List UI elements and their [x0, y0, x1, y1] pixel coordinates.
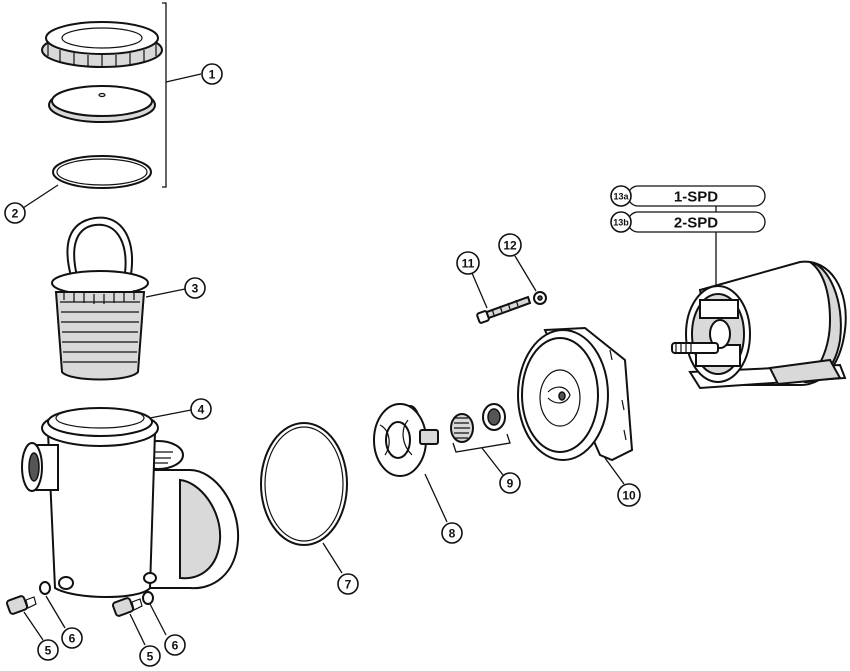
leader-10 [604, 457, 625, 485]
svg-text:5: 5 [45, 644, 52, 658]
callout-8: 8 [441, 522, 463, 544]
callout-6a: 6 [61, 627, 83, 649]
leader-6a [45, 595, 66, 629]
leader-5b [129, 613, 146, 646]
svg-text:6: 6 [172, 639, 179, 653]
callout-1: 1 [201, 63, 223, 85]
svg-text:2: 2 [12, 207, 19, 221]
pump-housing [21, 407, 240, 598]
motor-two-speed-label: 2-SPD [674, 215, 718, 232]
callout-10: 10 [617, 483, 641, 507]
svg-text:10: 10 [622, 489, 636, 503]
callout-7: 7 [337, 573, 359, 595]
leader-7 [322, 542, 343, 574]
bracket-9 [452, 433, 511, 476]
washer [533, 291, 547, 305]
svg-text:1: 1 [209, 68, 216, 82]
svg-text:7: 7 [345, 578, 352, 592]
svg-text:11: 11 [462, 257, 475, 271]
drain-plug-right [111, 597, 143, 617]
callout-11: 11 [456, 251, 480, 275]
seal-plate [517, 326, 634, 462]
svg-text:3: 3 [192, 282, 199, 296]
svg-text:5: 5 [147, 650, 154, 664]
drain-o-ring-right [142, 591, 154, 605]
drain-plug-left [5, 595, 37, 615]
leader-12 [514, 255, 537, 292]
leader-5a [23, 611, 44, 641]
leader-4 [149, 409, 192, 419]
svg-text:13b: 13b [613, 218, 629, 228]
drain-o-ring-left [39, 581, 51, 595]
housing-o-ring [260, 422, 348, 546]
motor [671, 260, 847, 390]
bolt [476, 295, 532, 324]
leader-8 [424, 473, 448, 523]
callout-9: 9 [499, 472, 521, 494]
impeller [373, 403, 439, 477]
leader-6b [149, 603, 167, 636]
svg-text:9: 9 [507, 477, 514, 491]
svg-text:12: 12 [503, 239, 517, 253]
shaft-seal [450, 403, 506, 443]
callout-3: 3 [184, 277, 206, 299]
callout-12: 12 [498, 233, 522, 257]
callout-6b: 6 [164, 634, 186, 656]
svg-text:8: 8 [449, 527, 456, 541]
strainer-basket [51, 216, 149, 381]
leader-11 [471, 272, 488, 309]
motor-option-13b: 13b 2-SPD [610, 211, 766, 233]
callout-2: 2 [4, 202, 26, 224]
leader-2 [22, 184, 59, 209]
svg-text:4: 4 [198, 403, 205, 417]
svg-text:13a: 13a [613, 192, 629, 202]
motor-single-speed-label: 1-SPD [674, 189, 718, 206]
leader-3 [145, 288, 186, 298]
callout-5a: 5 [37, 639, 59, 661]
bracket-1 [162, 2, 202, 188]
callout-5b: 5 [139, 645, 161, 667]
pump-lid [48, 85, 156, 123]
lid-lock-ring [41, 21, 163, 68]
svg-text:6: 6 [69, 632, 76, 646]
motor-option-13a: 13a 1-SPD [610, 185, 766, 207]
lid-o-ring [52, 155, 152, 189]
callout-4: 4 [190, 398, 212, 420]
